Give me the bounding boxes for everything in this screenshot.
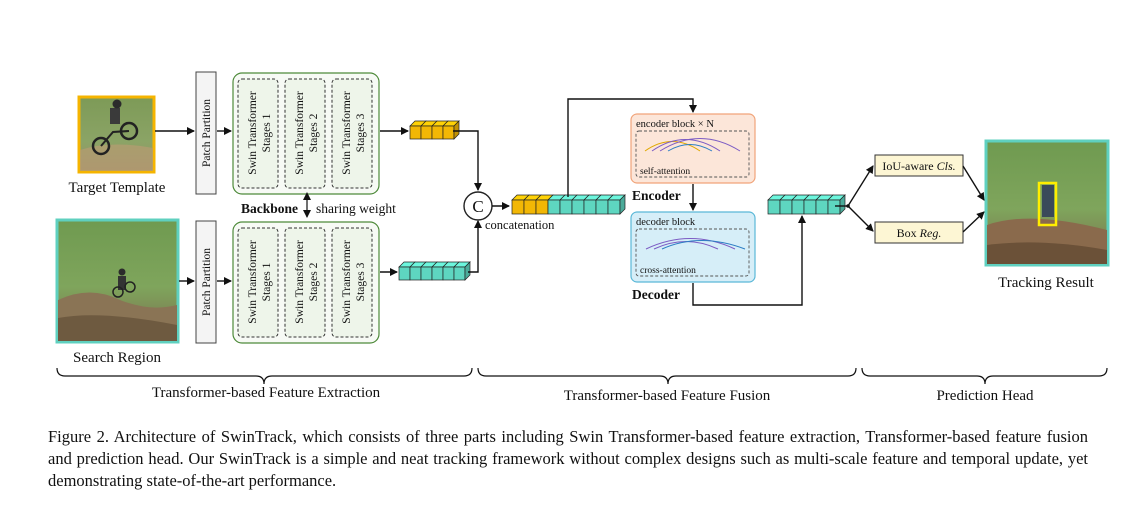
svg-text:Swin Transformer: Swin Transformer xyxy=(341,240,353,324)
token-side xyxy=(619,194,626,215)
token-cell xyxy=(511,199,525,215)
swin-stage-2: Swin Transformer Stages 2 xyxy=(284,78,326,189)
concatenation-node: C xyxy=(463,191,493,221)
figure-caption: Figure 2. Architecture of SwinTrack, whi… xyxy=(48,427,1088,490)
svg-text:Stages 1: Stages 1 xyxy=(261,113,273,152)
token-cell xyxy=(398,266,411,281)
token-cell xyxy=(779,199,793,215)
patch-partition-label: Patch Partition xyxy=(201,248,213,316)
token-side xyxy=(464,261,471,281)
swin-stage-3: Swin Transformer Stages 3 xyxy=(331,78,373,189)
svg-text:Swin Transformer: Swin Transformer xyxy=(247,240,259,324)
svg-text:Stages 2: Stages 2 xyxy=(308,262,320,301)
svg-text:Stages 3: Stages 3 xyxy=(355,262,367,301)
token-cell xyxy=(607,199,621,215)
token-cell xyxy=(442,125,455,140)
token-cell xyxy=(827,199,841,215)
token-cell xyxy=(595,199,609,215)
token-cell xyxy=(535,199,549,215)
token-cell xyxy=(571,199,585,215)
search-region-image xyxy=(55,218,180,344)
token-cell xyxy=(803,199,817,215)
patch-partition-label: Patch Partition xyxy=(201,99,213,167)
concatenation-label: concatenation xyxy=(485,218,555,232)
tracking-box xyxy=(1037,181,1058,227)
decoder-block: decoder block cross-attention xyxy=(630,211,756,283)
output-tokens xyxy=(767,194,846,215)
svg-text:IoU-aware Cls.: IoU-aware Cls. xyxy=(882,159,955,173)
template-tokens xyxy=(409,120,460,140)
token-cell xyxy=(815,199,829,215)
svg-text:Swin Transformer: Swin Transformer xyxy=(341,91,353,175)
swin-stage-2: Swin Transformer Stages 2 xyxy=(284,227,326,338)
decoder-block-label: decoder block xyxy=(636,217,696,228)
token-cell xyxy=(431,125,444,140)
section-label-extraction: Transformer-based Feature Extraction xyxy=(152,385,381,401)
cls-head: IoU-aware Cls. xyxy=(874,154,964,177)
token-cell xyxy=(420,266,433,281)
section-braces xyxy=(56,367,1108,385)
section-label-head: Prediction Head xyxy=(936,388,1034,404)
token-cell xyxy=(409,266,422,281)
cross-attention-label: cross-attention xyxy=(640,266,696,276)
tracking-result-image xyxy=(984,139,1110,267)
svg-text:C: C xyxy=(472,197,483,216)
token-cell xyxy=(409,125,422,140)
section-label-fusion: Transformer-based Feature Fusion xyxy=(564,388,771,404)
token-cell xyxy=(559,199,573,215)
token-cell xyxy=(420,125,433,140)
token-cell xyxy=(431,266,444,281)
token-cell xyxy=(442,266,455,281)
svg-text:Stages 1: Stages 1 xyxy=(261,262,273,301)
target-template-image xyxy=(77,95,156,174)
svg-text:Stages 2: Stages 2 xyxy=(308,113,320,152)
reg-head: Box Reg. xyxy=(874,221,964,244)
svg-text:Swin Transformer: Swin Transformer xyxy=(294,240,306,324)
backbone-label: Backbone xyxy=(241,201,298,216)
patch-partition-bottom: Patch Partition xyxy=(195,220,217,344)
decoder-label: Decoder xyxy=(632,287,680,302)
token-side xyxy=(453,120,460,140)
search-tokens xyxy=(398,261,471,281)
swin-stage-1: Swin Transformer Stages 1 xyxy=(237,227,279,338)
sharing-weight-label: sharing weight xyxy=(316,201,396,216)
encoder-block: encoder block × N self-attention xyxy=(630,113,756,184)
swin-stage-1: Swin Transformer Stages 1 xyxy=(237,78,279,189)
concat-tokens xyxy=(511,194,626,215)
token-cell xyxy=(523,199,537,215)
tracking-result-label: Tracking Result xyxy=(998,275,1095,291)
svg-text:Stages 3: Stages 3 xyxy=(355,113,367,152)
target-template-label: Target Template xyxy=(69,180,166,196)
svg-text:Box Reg.: Box Reg. xyxy=(897,226,942,240)
token-cell xyxy=(767,199,781,215)
token-cell xyxy=(583,199,597,215)
svg-text:Swin Transformer: Swin Transformer xyxy=(294,91,306,175)
patch-partition-top: Patch Partition xyxy=(195,71,217,195)
svg-text:Swin Transformer: Swin Transformer xyxy=(247,91,259,175)
attention-arcs xyxy=(644,138,746,250)
backbone-top: Swin Transformer Stages 1 Swin Transform… xyxy=(232,72,380,195)
encoder-label: Encoder xyxy=(632,188,681,203)
token-cell xyxy=(791,199,805,215)
search-region-label: Search Region xyxy=(73,350,161,366)
token-cell xyxy=(547,199,561,215)
backbone-bottom: Swin Transformer Stages 1 Swin Transform… xyxy=(232,221,380,344)
encoder-block-label: encoder block × N xyxy=(636,119,714,130)
token-side xyxy=(839,194,846,215)
token-cell xyxy=(453,266,466,281)
self-attention-label: self-attention xyxy=(640,166,690,177)
swin-stage-3: Swin Transformer Stages 3 xyxy=(331,227,373,338)
